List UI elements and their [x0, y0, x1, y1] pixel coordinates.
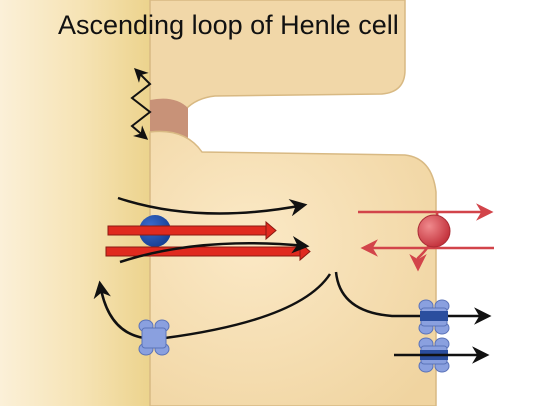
- neighbor-cell: [149, 0, 406, 111]
- basolateral-exit-arrow: [334, 271, 492, 325]
- exchanger-pump: [417, 214, 451, 248]
- apical-channel: [138, 319, 170, 356]
- upper-flow-arrow: [117, 196, 308, 217]
- diagram-title: Ascending loop of Henle cell: [58, 10, 399, 40]
- paracellular-pathway-arrow: [130, 68, 152, 140]
- lower-flow-arrow: [119, 235, 310, 264]
- basolateral-channel-1: [418, 299, 450, 335]
- tight-junction: [150, 98, 188, 140]
- red-transport-bar-2: [105, 246, 303, 257]
- tubule-lumen: [0, 0, 150, 406]
- red-transport-bar-1: [107, 225, 269, 236]
- henle-cell-body: [149, 130, 437, 406]
- recycle-arrow: [93, 273, 332, 340]
- red-transport-head-1: [265, 220, 277, 241]
